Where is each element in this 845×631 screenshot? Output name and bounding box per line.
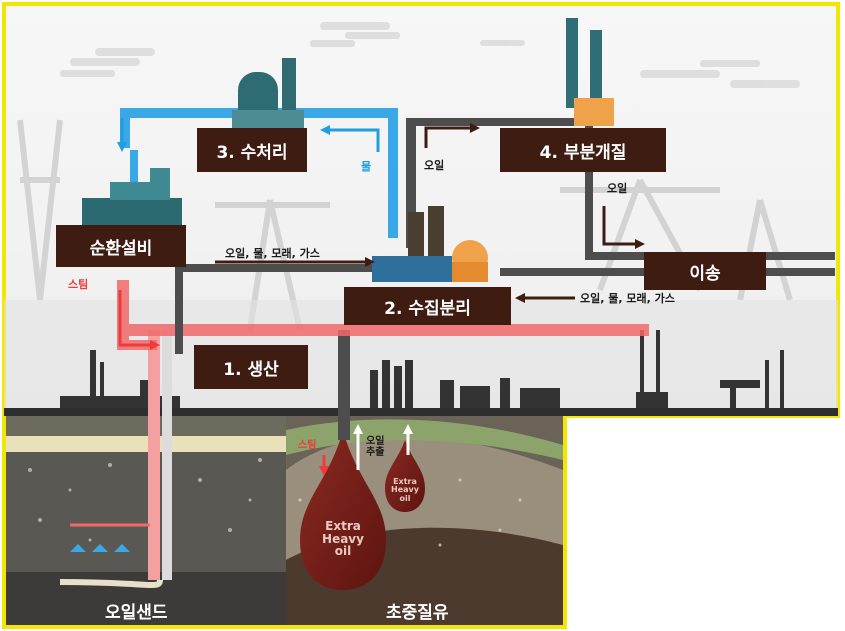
water-label: 물 <box>361 158 371 174</box>
big-drop-text: Extra Heavy oil <box>313 520 373 558</box>
mixture-label-right: 오일, 물, 모래, 가스 <box>580 290 675 306</box>
steam-label-underground: 스팀 <box>298 436 316 451</box>
stage-label-separation: 2. 수집분리 <box>344 287 511 325</box>
stage-label-transport: 이송 <box>644 252 766 290</box>
steam-label: 스팀 <box>68 276 88 292</box>
stage-label-circulation: 순환설비 <box>56 225 186 267</box>
small-drop-text: Extra Heavy oil <box>388 478 422 503</box>
oil-label-right: 오일 <box>607 180 627 196</box>
stage-label-water-treatment: 3. 수처리 <box>197 128 307 172</box>
oil-sands-label: 오일샌드 <box>105 598 168 623</box>
mixture-label-left: 오일, 물, 모래, 가스 <box>225 245 320 261</box>
stage-label-upgrading: 4. 부분개질 <box>500 128 666 172</box>
stage-label-production: 1. 생산 <box>194 345 308 389</box>
oil-label-top: 오일 <box>424 157 444 173</box>
extra-heavy-oil-label: 초중질유 <box>386 598 449 623</box>
oil-extract-label: 오일 추출 <box>366 436 392 458</box>
